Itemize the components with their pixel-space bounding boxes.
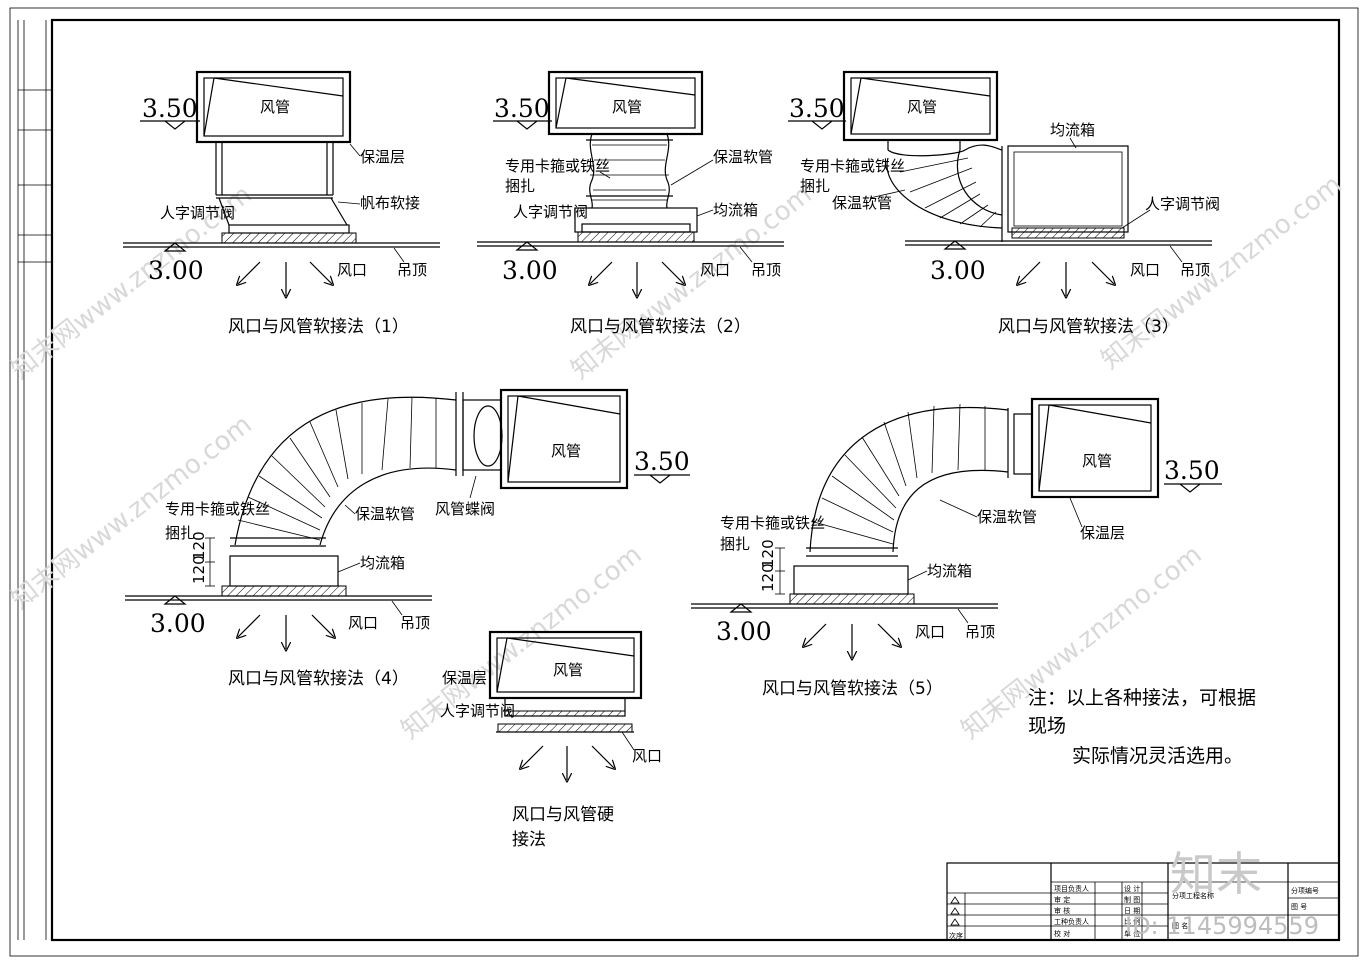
detail-3: 风管 3.50 3.00 均流箱 专用卡箍或铁丝 捆扎 保温软管 人字调节阀 风… [788, 70, 1220, 337]
svg-text:专用卡箍或铁丝: 专用卡箍或铁丝 [505, 157, 610, 175]
svg-text:吊顶: 吊顶 [397, 261, 427, 279]
svg-text:保温层: 保温层 [1080, 524, 1125, 542]
svg-text:风管: 风管 [907, 98, 937, 116]
svg-text:知末: 知末 [1170, 847, 1262, 901]
svg-text:ID: 1145994559: ID: 1145994559 [1125, 912, 1319, 940]
svg-text:捆扎: 捆扎 [720, 535, 750, 553]
svg-text:捆扎: 捆扎 [505, 177, 535, 195]
svg-text:捆扎: 捆扎 [165, 524, 195, 542]
svg-text:图 号: 图 号 [1291, 903, 1307, 911]
svg-text:校 对: 校 对 [1054, 929, 1070, 938]
svg-text:120: 120 [759, 563, 777, 592]
brand-watermark: 知末 ID: 1145994559 [1125, 847, 1319, 940]
svg-text:吊顶: 吊顶 [751, 261, 781, 279]
svg-text:保温层: 保温层 [360, 148, 405, 166]
detail-2: 风管 3.50 3.00 专用卡箍或铁丝 捆扎 保温软管 人字调节阀 均流箱 风… [477, 70, 784, 337]
svg-text:均流箱: 均流箱 [1050, 121, 1095, 139]
svg-text:风管: 风管 [553, 661, 583, 679]
svg-text:均流箱: 均流箱 [360, 554, 405, 572]
svg-text:专用卡箍或铁丝: 专用卡箍或铁丝 [800, 157, 905, 175]
detail-6: 风管 保温层 人字调节阀 风口 风口与风管硬 接法 [440, 630, 662, 850]
svg-text:设 计: 设 计 [1124, 884, 1140, 893]
svg-text:吊顶: 吊顶 [965, 623, 995, 641]
svg-text:接法: 接法 [512, 830, 546, 850]
svg-text:风口与风管软接法（4）: 风口与风管软接法（4） [228, 669, 409, 689]
svg-text:单 位: 单 位 [1124, 929, 1140, 938]
svg-text:3.00: 3.00 [150, 609, 206, 638]
svg-text:捆扎: 捆扎 [800, 177, 830, 195]
svg-text:吊顶: 吊顶 [400, 614, 430, 632]
svg-text:均流箱: 均流箱 [713, 201, 758, 219]
svg-text:风管蝶阀: 风管蝶阀 [435, 500, 495, 518]
svg-text:3.50: 3.50 [1164, 456, 1220, 485]
svg-text:风口与风管硬: 风口与风管硬 [512, 805, 614, 825]
svg-text:3.00: 3.00 [148, 256, 204, 285]
svg-text:人字调节阀: 人字调节阀 [1145, 195, 1220, 213]
title-block: 项目负责人 审 定 审 核 工种负责人 校 对 设 计 制 图 日 期 比 例 … [946, 862, 1340, 941]
svg-text:次序: 次序 [949, 931, 963, 940]
svg-text:风口与风管软接法（3）: 风口与风管软接法（3） [998, 317, 1179, 337]
svg-text:图 名: 图 名 [1172, 921, 1188, 930]
svg-text:风口: 风口 [700, 261, 730, 279]
svg-text:分项工程名称: 分项工程名称 [1172, 891, 1214, 900]
svg-text:实际情况灵活选用。: 实际情况灵活选用。 [1072, 745, 1243, 767]
svg-text:3.50: 3.50 [494, 94, 550, 123]
detail-5: 风管 120 120 3.50 3.00 专用卡箍或铁丝 捆扎 保温软管 [691, 397, 1222, 699]
svg-text:保温软管: 保温软管 [355, 505, 415, 523]
svg-text:风口: 风口 [632, 747, 662, 765]
svg-text:风口与风管软接法（2）: 风口与风管软接法（2） [570, 317, 751, 337]
svg-text:人字调节阀: 人字调节阀 [160, 204, 235, 222]
svg-text:知末网www.znzmo.com: 知末网www.znzmo.com [566, 180, 818, 386]
svg-text:3.00: 3.00 [930, 256, 986, 285]
svg-text:注：以上各种接法，可根据: 注：以上各种接法，可根据 [1028, 687, 1256, 709]
duct-2 [547, 70, 704, 136]
svg-text:专用卡箍或铁丝: 专用卡箍或铁丝 [165, 500, 270, 518]
svg-text:风口: 风口 [348, 614, 378, 632]
svg-text:项目负责人: 项目负责人 [1054, 884, 1089, 893]
svg-text:风管: 风管 [551, 442, 581, 460]
svg-text:风口: 风口 [337, 261, 367, 279]
svg-text:现场: 现场 [1028, 715, 1066, 737]
svg-text:风口与风管软接法（5）: 风口与风管软接法（5） [762, 679, 943, 699]
svg-text:风管: 风管 [260, 98, 290, 116]
svg-text:保温层: 保温层 [442, 669, 487, 687]
svg-text:分项编号: 分项编号 [1291, 886, 1319, 895]
svg-text:人字调节阀: 人字调节阀 [440, 702, 515, 720]
svg-text:吊顶: 吊顶 [1180, 261, 1210, 279]
svg-text:制 图: 制 图 [1124, 895, 1140, 904]
svg-text:3.00: 3.00 [716, 617, 772, 646]
svg-text:保温软管: 保温软管 [977, 508, 1037, 526]
svg-text:保温软管: 保温软管 [713, 148, 773, 166]
svg-text:风口与风管软接法（1）: 风口与风管软接法（1） [228, 317, 409, 337]
svg-text:风口: 风口 [1130, 261, 1160, 279]
svg-text:风管: 风管 [1082, 452, 1112, 470]
svg-text:帆布软接: 帆布软接 [360, 194, 420, 212]
svg-text:120: 120 [759, 539, 777, 568]
duct-1 [195, 70, 352, 144]
svg-text:3.50: 3.50 [142, 94, 198, 123]
svg-text:3.50: 3.50 [634, 447, 690, 476]
svg-text:知末网www.znzmo.com: 知末网www.znzmo.com [956, 540, 1208, 746]
svg-text:120: 120 [190, 531, 208, 560]
note: 注：以上各种接法，可根据 现场 实际情况灵活选用。 [1028, 687, 1256, 767]
svg-text:日 期: 日 期 [1124, 907, 1140, 915]
svg-text:审 定: 审 定 [1054, 895, 1070, 904]
svg-text:比 例: 比 例 [1124, 917, 1140, 926]
svg-text:风管: 风管 [612, 98, 642, 116]
detail-4: 风管 120 120 3.50 3.00 专用卡箍或铁丝 [125, 388, 690, 689]
svg-text:均流箱: 均流箱 [927, 562, 972, 580]
drawing-frame [9, 7, 1359, 957]
svg-text:3.00: 3.00 [502, 256, 558, 285]
detail-1: 风管 3.50 3.00 保温层 帆布软接 人字调节阀 风口 吊顶 风口与风管软… [123, 70, 440, 337]
svg-text:风口: 风口 [915, 623, 945, 641]
svg-text:审 核: 审 核 [1054, 906, 1070, 915]
svg-text:120: 120 [190, 555, 208, 584]
svg-text:保温软管: 保温软管 [832, 194, 892, 212]
svg-text:专用卡箍或铁丝: 专用卡箍或铁丝 [720, 514, 825, 532]
duct-3 [842, 70, 999, 142]
svg-text:人字调节阀: 人字调节阀 [513, 203, 588, 221]
svg-text:3.50: 3.50 [789, 94, 845, 123]
svg-text:工种负责人: 工种负责人 [1054, 917, 1089, 926]
